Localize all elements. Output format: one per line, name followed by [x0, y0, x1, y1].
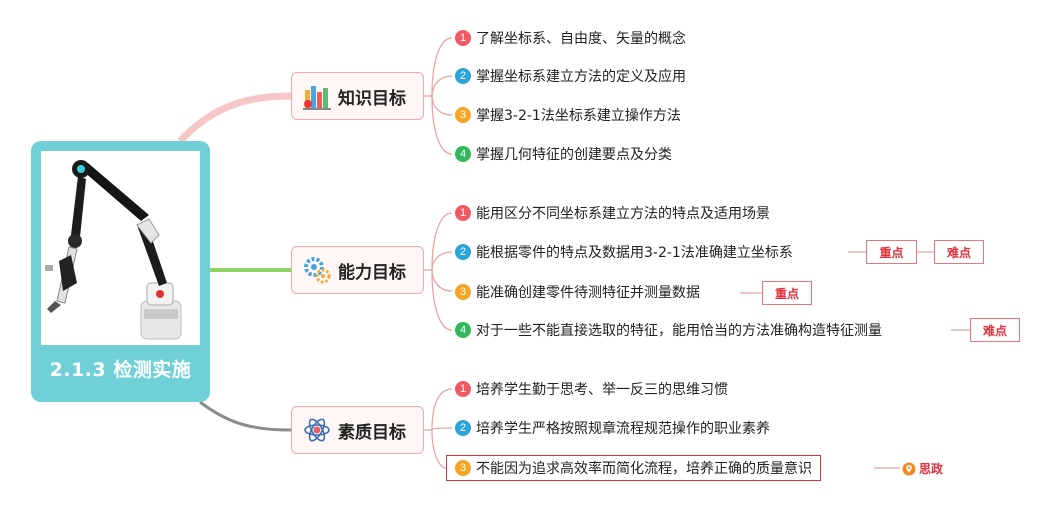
- branch-quality-goals[interactable]: 素质目标: [291, 406, 424, 454]
- quality-item[interactable]: 1 培养学生勤于思考、举一反三的思维习惯: [455, 378, 728, 400]
- ability-item[interactable]: 1 能用区分不同坐标系建立方法的特点及适用场景: [455, 202, 770, 224]
- quality-item[interactable]: 2 培养学生严格按照规章流程规范操作的职业素养: [455, 417, 770, 439]
- knowledge-item[interactable]: 1 了解坐标系、自由度、矢量的概念: [455, 27, 686, 49]
- ability-item-text: 能准确创建零件待测特征并测量数据: [476, 282, 700, 302]
- ability-item[interactable]: 2 能根据零件的特点及数据用3-2-1法准确建立坐标系: [455, 241, 793, 263]
- ability-item-text: 能根据零件的特点及数据用3-2-1法准确建立坐标系: [476, 242, 793, 262]
- ability-item-text: 对于一些不能直接选取的特征，能用恰当的方法准确构造特征测量: [476, 320, 882, 340]
- root-to-quality-connector: [200, 402, 291, 430]
- knowledge-item-text: 掌握几何特征的创建要点及分类: [476, 144, 672, 164]
- knowledge-item-text: 掌握3-2-1法坐标系建立操作方法: [476, 105, 681, 125]
- ideology-note-label: 思政: [919, 460, 943, 477]
- number-badge: 3: [455, 107, 471, 123]
- root-to-knowledge-connector: [180, 96, 291, 141]
- number-badge: 1: [455, 381, 471, 397]
- ideology-note[interactable]: 思政: [902, 460, 943, 477]
- key-point-tag[interactable]: 重点: [866, 240, 917, 264]
- branch-ability-goals[interactable]: 能力目标: [291, 246, 424, 294]
- branch-ability-label: 能力目标: [338, 258, 406, 283]
- gears-icon: [302, 255, 332, 285]
- knowledge-bracket: [424, 38, 452, 154]
- difficult-point-tag[interactable]: 难点: [934, 240, 984, 264]
- knowledge-item[interactable]: 4 掌握几何特征的创建要点及分类: [455, 143, 672, 165]
- ability-bracket: [424, 213, 970, 330]
- quality-item-text: 培养学生勤于思考、举一反三的思维习惯: [476, 379, 728, 399]
- difficult-point-tag[interactable]: 难点: [970, 318, 1020, 342]
- branch-knowledge-goals[interactable]: 知识目标: [291, 72, 424, 120]
- books-icon: [302, 81, 332, 111]
- knowledge-item-text: 了解坐标系、自由度、矢量的概念: [476, 28, 686, 48]
- knowledge-item[interactable]: 3 掌握3-2-1法坐标系建立操作方法: [455, 104, 681, 126]
- quality-item-text: 培养学生严格按照规章流程规范操作的职业素养: [476, 418, 770, 438]
- knowledge-item-text: 掌握坐标系建立方法的定义及应用: [476, 66, 686, 86]
- branch-knowledge-label: 知识目标: [338, 84, 406, 109]
- ability-item[interactable]: 3 能准确创建零件待测特征并测量数据: [455, 281, 700, 303]
- atom-icon: [302, 415, 332, 445]
- branch-quality-label: 素质目标: [338, 418, 406, 443]
- number-badge: 3: [455, 460, 471, 476]
- number-badge: 1: [455, 205, 471, 221]
- quality-item-text: 不能因为追求高效率而简化流程，培养正确的质量意识: [476, 458, 812, 478]
- root-title: 2.1.3 检测实施: [31, 355, 210, 385]
- number-badge: 2: [455, 244, 471, 260]
- cmm-arm-image: [41, 151, 200, 345]
- key-point-tag[interactable]: 重点: [762, 281, 812, 305]
- number-badge: 3: [455, 284, 471, 300]
- knowledge-item[interactable]: 2 掌握坐标系建立方法的定义及应用: [455, 65, 686, 87]
- number-badge: 4: [455, 322, 471, 338]
- ability-item-text: 能用区分不同坐标系建立方法的特点及适用场景: [476, 203, 770, 223]
- ability-item[interactable]: 4 对于一些不能直接选取的特征，能用恰当的方法准确构造特征测量: [455, 319, 882, 341]
- number-badge: 4: [455, 146, 471, 162]
- number-badge: 2: [455, 420, 471, 436]
- number-badge: 1: [455, 30, 471, 46]
- quality-item-highlighted[interactable]: 3 不能因为追求高效率而简化流程，培养正确的质量意识: [446, 455, 821, 481]
- number-badge: 2: [455, 68, 471, 84]
- root-node[interactable]: 2.1.3 检测实施: [31, 141, 210, 402]
- location-pin-icon: [902, 462, 916, 476]
